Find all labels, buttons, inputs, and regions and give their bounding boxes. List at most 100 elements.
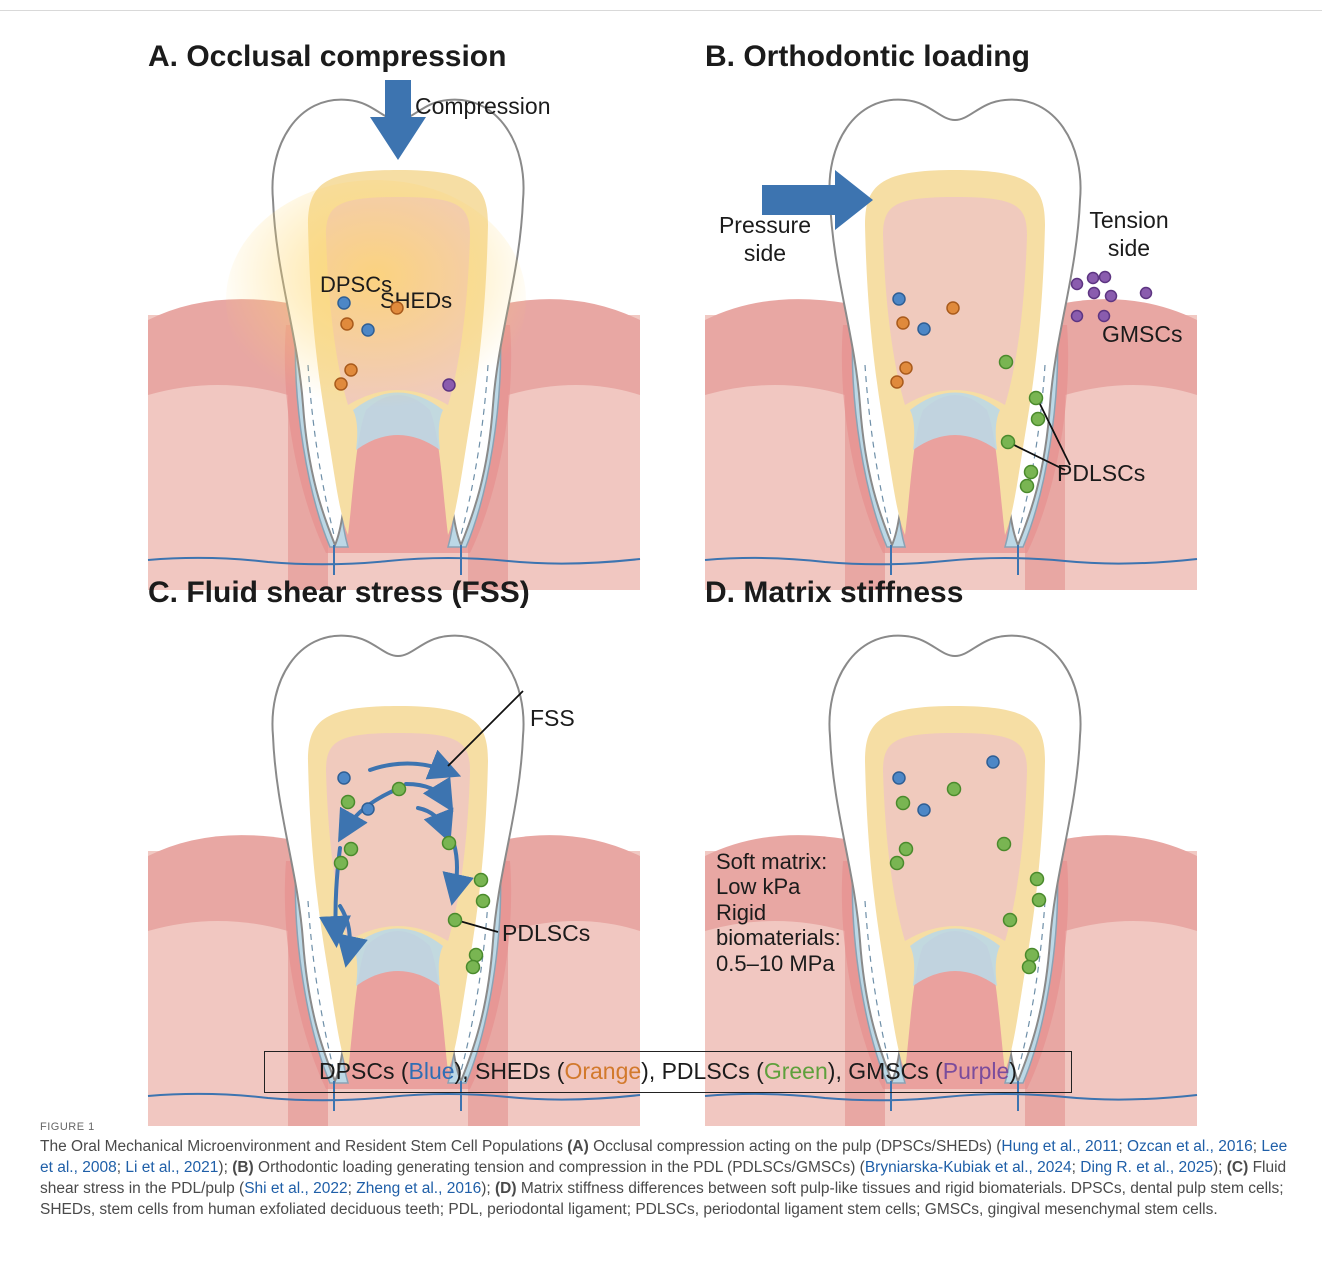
dpsc-cell <box>893 772 905 784</box>
legend-green: Green <box>764 1058 828 1084</box>
panel-d: D. Matrix stiffness Soft matrix: Low kPa… <box>705 576 1265 1121</box>
gmsc-cell <box>1088 273 1099 284</box>
pdlsc-cell <box>1030 392 1043 405</box>
legend-orange: Orange <box>564 1058 641 1084</box>
panel-a: A. Occlusal compression Compression DPSC… <box>148 40 708 585</box>
pdlsc-cell <box>467 961 480 974</box>
panel-b: B. Orthodontic loading Pressure side Ten… <box>705 40 1265 585</box>
dpsc-cell <box>893 293 905 305</box>
shed-cell <box>391 302 403 314</box>
legend-sheds: ), SHEDs ( <box>455 1058 565 1084</box>
shed-cell <box>345 364 357 376</box>
stiffness-label-line4: biomaterials: <box>716 925 841 950</box>
pdlsc-cell <box>891 857 904 870</box>
pdlsc-cell <box>1025 466 1038 479</box>
caption-text-a: Occlusal compression acting on the pulp … <box>589 1138 1002 1155</box>
pdlsc-cell <box>342 796 355 809</box>
tension-label-line1: Tension <box>1089 207 1168 233</box>
gmsc-cell <box>1106 291 1117 302</box>
shed-cell <box>891 376 903 388</box>
pdlsc-cell <box>393 783 406 796</box>
caption-tag-a: (A) <box>567 1138 589 1155</box>
dpsc-cell <box>338 772 350 784</box>
stiffness-label-line2: Low kPa <box>716 874 801 899</box>
citation-link[interactable]: Bryniarska-Kubiak et al., 2024 <box>865 1159 1072 1176</box>
figure-label: FIGURE 1 <box>40 1121 1290 1133</box>
top-divider <box>0 10 1322 11</box>
dpsc-cell <box>987 756 999 768</box>
caption-separator: ); <box>218 1159 232 1176</box>
panel-a-illustration: Compression DPSCs SHEDs <box>148 40 708 560</box>
legend-dpscs: DPSCs ( <box>319 1058 408 1084</box>
pdlsc-cell <box>443 837 456 850</box>
dpsc-cell <box>918 323 930 335</box>
caption-tag-b: (B) <box>232 1159 254 1176</box>
dpsc-cell <box>918 804 930 816</box>
tension-label-line2: side <box>1108 235 1150 261</box>
dpsc-cell <box>338 297 350 309</box>
fss-label: FSS <box>530 705 575 731</box>
gmscs-label: GMSCs <box>1102 321 1183 347</box>
figure-caption: FIGURE 1 The Oral Mechanical Microenviro… <box>40 1121 1290 1220</box>
cell-color-legend: DPSCs (Blue), SHEDs (Orange), PDLSCs (Gr… <box>264 1051 1072 1093</box>
pdlsc-cell <box>1032 413 1045 426</box>
dpsc-cell <box>362 803 374 815</box>
stiffness-label-line3: Rigid <box>716 900 766 925</box>
citation-link[interactable]: Ding R. et al., 2025 <box>1080 1159 1213 1176</box>
legend-blue: Blue <box>409 1058 455 1084</box>
gmsc-cell <box>1100 272 1111 283</box>
shed-cell <box>341 318 353 330</box>
shed-cell <box>897 317 909 329</box>
legend-gmscs: ), GMSCs ( <box>828 1058 943 1084</box>
pdlsc-cell <box>1023 961 1036 974</box>
pdlsc-cell <box>470 949 483 962</box>
citation-link[interactable]: Shi et al., 2022 <box>244 1180 347 1197</box>
panel-d-illustration: Soft matrix: Low kPa Rigid biomaterials:… <box>705 576 1265 1096</box>
pdlsc-cell <box>1021 480 1034 493</box>
pressure-glow <box>226 180 526 420</box>
pressure-label-line1: Pressure <box>719 212 811 238</box>
shed-cell <box>900 362 912 374</box>
caption-tag-c: (C) <box>1227 1159 1249 1176</box>
stiffness-label-line1: Soft matrix: <box>716 849 827 874</box>
pdlsc-cell <box>449 914 462 927</box>
compression-label: Compression <box>415 93 551 119</box>
pdlsc-cell <box>1000 356 1013 369</box>
caption-text-b: Orthodontic loading generating tension a… <box>254 1159 865 1176</box>
panel-b-illustration: Pressure side Tension side GMSCs PDLSCs <box>705 40 1265 560</box>
gmsc-cell <box>1072 311 1083 322</box>
pdlsc-cell <box>475 874 488 887</box>
caption-separator: ); <box>1213 1159 1227 1176</box>
caption-separator: ); <box>481 1180 495 1197</box>
panel-c-illustration: FSS PDLSCs <box>148 576 708 1096</box>
pdlsc-cell <box>477 895 490 908</box>
legend-end: ) <box>1009 1058 1017 1084</box>
pdlsc-cell <box>1004 914 1017 927</box>
shed-cell <box>335 378 347 390</box>
caption-separator: ; <box>1072 1159 1081 1176</box>
legend-pdlscs: ), PDLSCs ( <box>641 1058 764 1084</box>
caption-separator: ; <box>348 1180 357 1197</box>
citation-link[interactable]: Ozcan et al., 2016 <box>1127 1138 1253 1155</box>
pdlscs-label: PDLSCs <box>502 920 590 946</box>
legend-purple: Purple <box>943 1058 1009 1084</box>
panel-c: C. Fluid shear stress (FSS) FSS PDLSCs <box>148 576 708 1121</box>
citation-link[interactable]: Zheng et al., 2016 <box>356 1180 481 1197</box>
dpsc-cell <box>362 324 374 336</box>
caption-separator: ; <box>1118 1138 1127 1155</box>
gmsc-cell <box>443 379 455 391</box>
gmsc-cell <box>1099 311 1110 322</box>
citation-link[interactable]: Hung et al., 2011 <box>1001 1138 1118 1155</box>
pdlsc-cell <box>948 783 961 796</box>
gmsc-cell <box>1141 288 1152 299</box>
citation-link[interactable]: Li et al., 2021 <box>125 1159 218 1176</box>
pdlsc-cell <box>897 797 910 810</box>
pdlsc-cell <box>1026 949 1039 962</box>
pdlsc-cell <box>1033 894 1046 907</box>
pdlsc-cell <box>900 843 913 856</box>
caption-title: The Oral Mechanical Microenvironment and… <box>40 1138 567 1155</box>
gmsc-cell <box>1072 279 1083 290</box>
stiffness-label-line5: 0.5–10 MPa <box>716 951 835 976</box>
gmsc-cell <box>1089 288 1100 299</box>
pdlsc-cell <box>1002 436 1015 449</box>
